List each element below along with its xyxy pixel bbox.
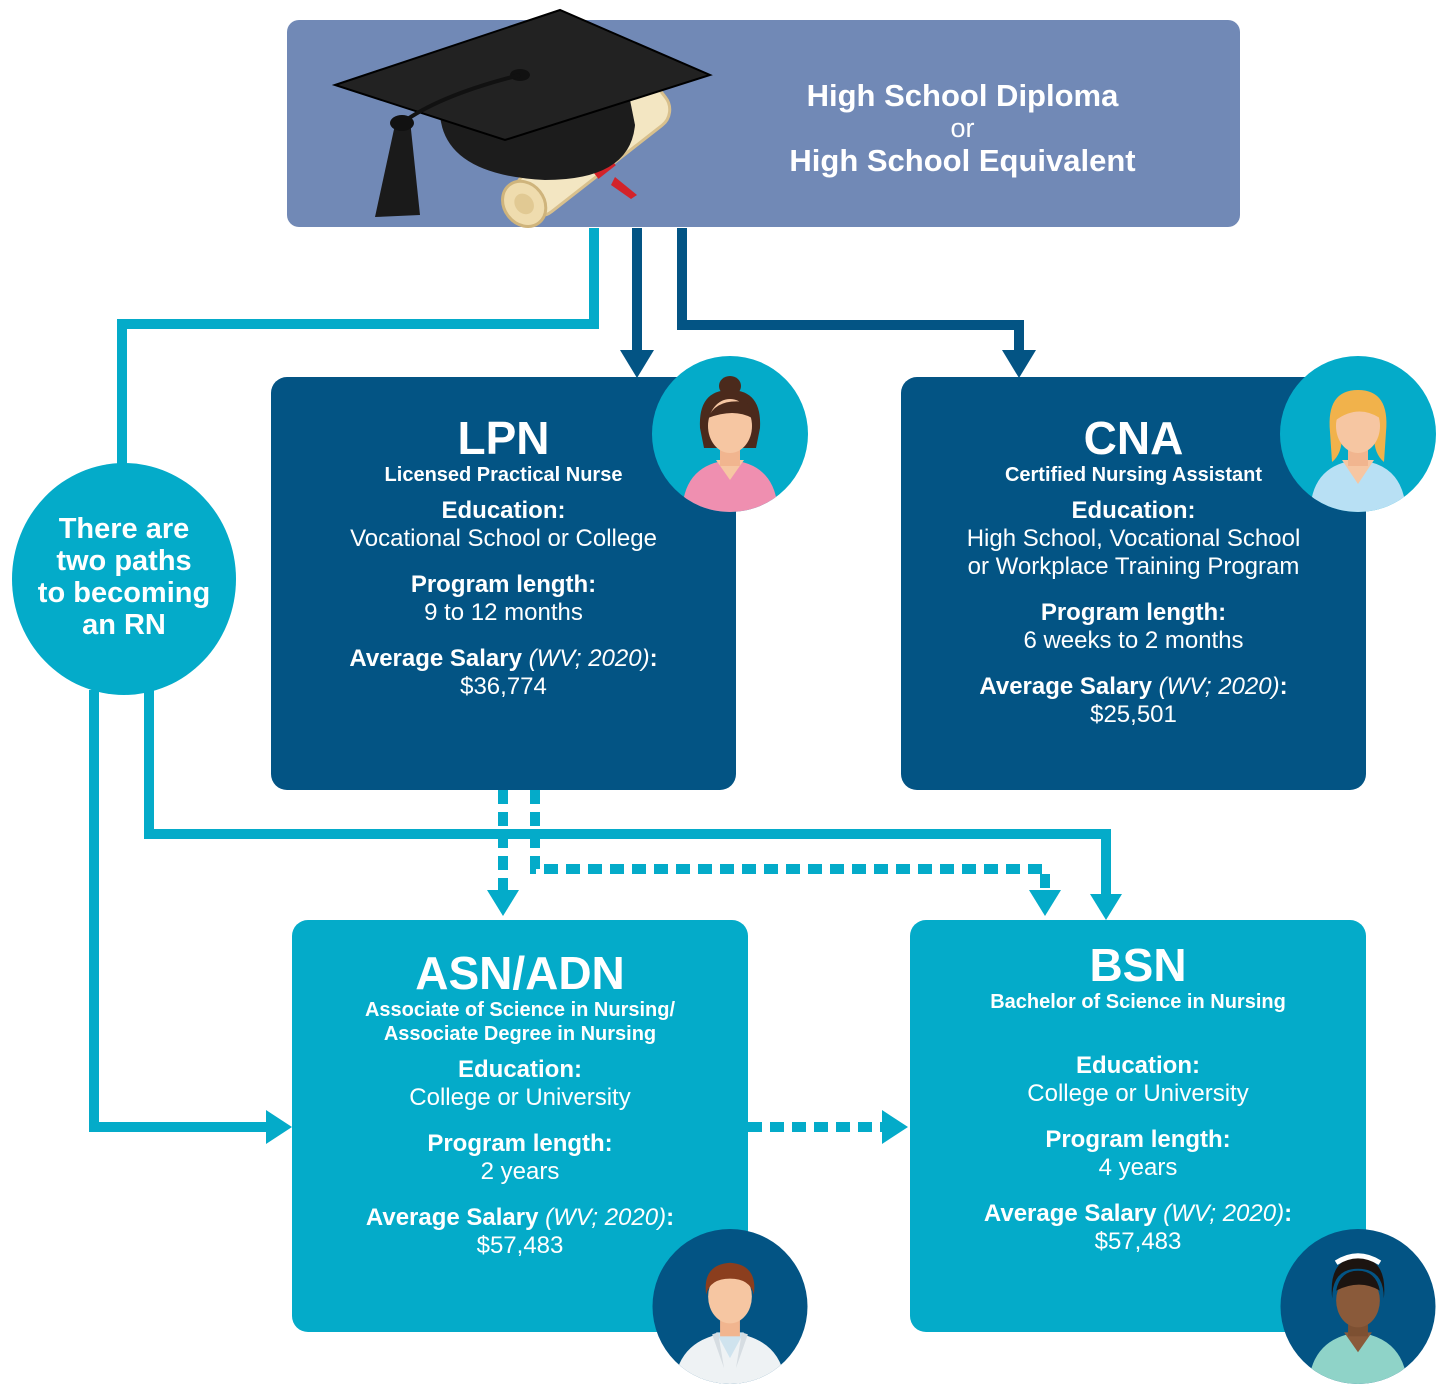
arrow-to-bsn	[144, 690, 1111, 896]
bsn-education-label: Education:	[1076, 1052, 1200, 1079]
paths-line-2: two paths	[56, 545, 192, 577]
asn-education-label: Education:	[458, 1056, 582, 1083]
lpn-education-value: Vocational School or College	[350, 525, 657, 552]
cna-education-value-2: or Workplace Training Program	[967, 553, 1300, 580]
asn-nurse-avatar-icon	[652, 1229, 808, 1384]
arrowhead-lpn-asn	[487, 890, 519, 916]
lpn-salary-value: $36,774	[460, 673, 547, 700]
cna-education-label: Education:	[1071, 497, 1196, 524]
asn-salary-label: Average Salary (WV; 2020):	[365, 1204, 675, 1231]
heading-or: or	[950, 113, 975, 143]
bsn-education-value: College or University	[1027, 1080, 1249, 1107]
asn-education-value: College or University	[409, 1084, 631, 1111]
arrowhead-bsn	[1090, 894, 1122, 920]
two-paths-circle: There are two paths to becoming an RN	[12, 463, 236, 695]
arrowhead-lpn	[620, 350, 654, 378]
bsn-title: BSN	[1089, 939, 1187, 991]
cna-salary-label: Average Salary (WV; 2020):	[979, 673, 1288, 700]
lpn-salary-label: Average Salary (WV; 2020):	[349, 645, 658, 672]
lpn-subtitle: Licensed Practical Nurse	[384, 464, 623, 486]
lpn-nurse-avatar-icon	[652, 356, 808, 512]
heading-line-1: High School Diploma	[806, 78, 1119, 113]
heading-line-2: High School Equivalent	[789, 143, 1136, 178]
paths-line-3: to becoming	[37, 577, 211, 609]
asn-subtitle-1: Associate of Science in Nursing/	[364, 999, 676, 1021]
bsn-salary-label: Average Salary (WV; 2020):	[983, 1200, 1293, 1227]
arrow-to-cna	[677, 228, 1024, 352]
cna-salary-value: $25,501	[1090, 701, 1177, 728]
lpn-program-value: 9 to 12 months	[424, 599, 583, 626]
paths-line-4: an RN	[82, 609, 166, 641]
cna-program-label: Program length:	[1040, 599, 1227, 626]
cna-program-value: 6 weeks to 2 months	[1023, 627, 1244, 654]
arrow-to-asn	[89, 690, 268, 1132]
asn-title: ASN/ADN	[415, 947, 625, 999]
bsn-card: BSN Bachelor of Science in Nursing Educa…	[910, 920, 1366, 1332]
cna-education-value-1: High School, Vocational School	[966, 525, 1301, 552]
bsn-subtitle: Bachelor of Science in Nursing	[990, 991, 1286, 1013]
lpn-education-label: Education:	[441, 497, 566, 524]
graduation-cap-diploma-icon	[331, 8, 713, 228]
cna-subtitle: Certified Nursing Assistant	[1004, 464, 1263, 486]
bsn-program-label: Program length:	[1045, 1126, 1231, 1153]
line-to-paths	[117, 228, 599, 470]
bsn-nurse-avatar-icon	[1280, 1229, 1436, 1384]
high-school-heading: High School Diploma or High School Equiv…	[740, 78, 1185, 178]
arrowhead-cna	[1002, 350, 1036, 378]
cna-title: CNA	[1083, 412, 1184, 464]
asn-program-label: Program length:	[427, 1130, 613, 1157]
asn-program-value: 2 years	[480, 1158, 560, 1185]
paths-line-1: There are	[58, 513, 190, 545]
asn-card: ASN/ADN Associate of Science in Nursing/…	[292, 920, 748, 1332]
cna-assistant-avatar-icon	[1280, 356, 1436, 512]
lpn-program-label: Program length:	[410, 571, 597, 598]
lpn-title: LPN	[457, 412, 550, 464]
arrowhead-asn-bsn	[882, 1110, 908, 1144]
arrowhead-asn	[266, 1110, 292, 1144]
bsn-salary-value: $57,483	[1094, 1228, 1182, 1255]
asn-salary-value: $57,483	[476, 1232, 564, 1259]
asn-subtitle-2: Associate Degree in Nursing	[383, 1023, 657, 1045]
dashed-lpn-to-bsn	[530, 790, 1050, 892]
bsn-program-value: 4 years	[1098, 1154, 1178, 1181]
arrowhead-lpn-bsn	[1029, 890, 1061, 916]
